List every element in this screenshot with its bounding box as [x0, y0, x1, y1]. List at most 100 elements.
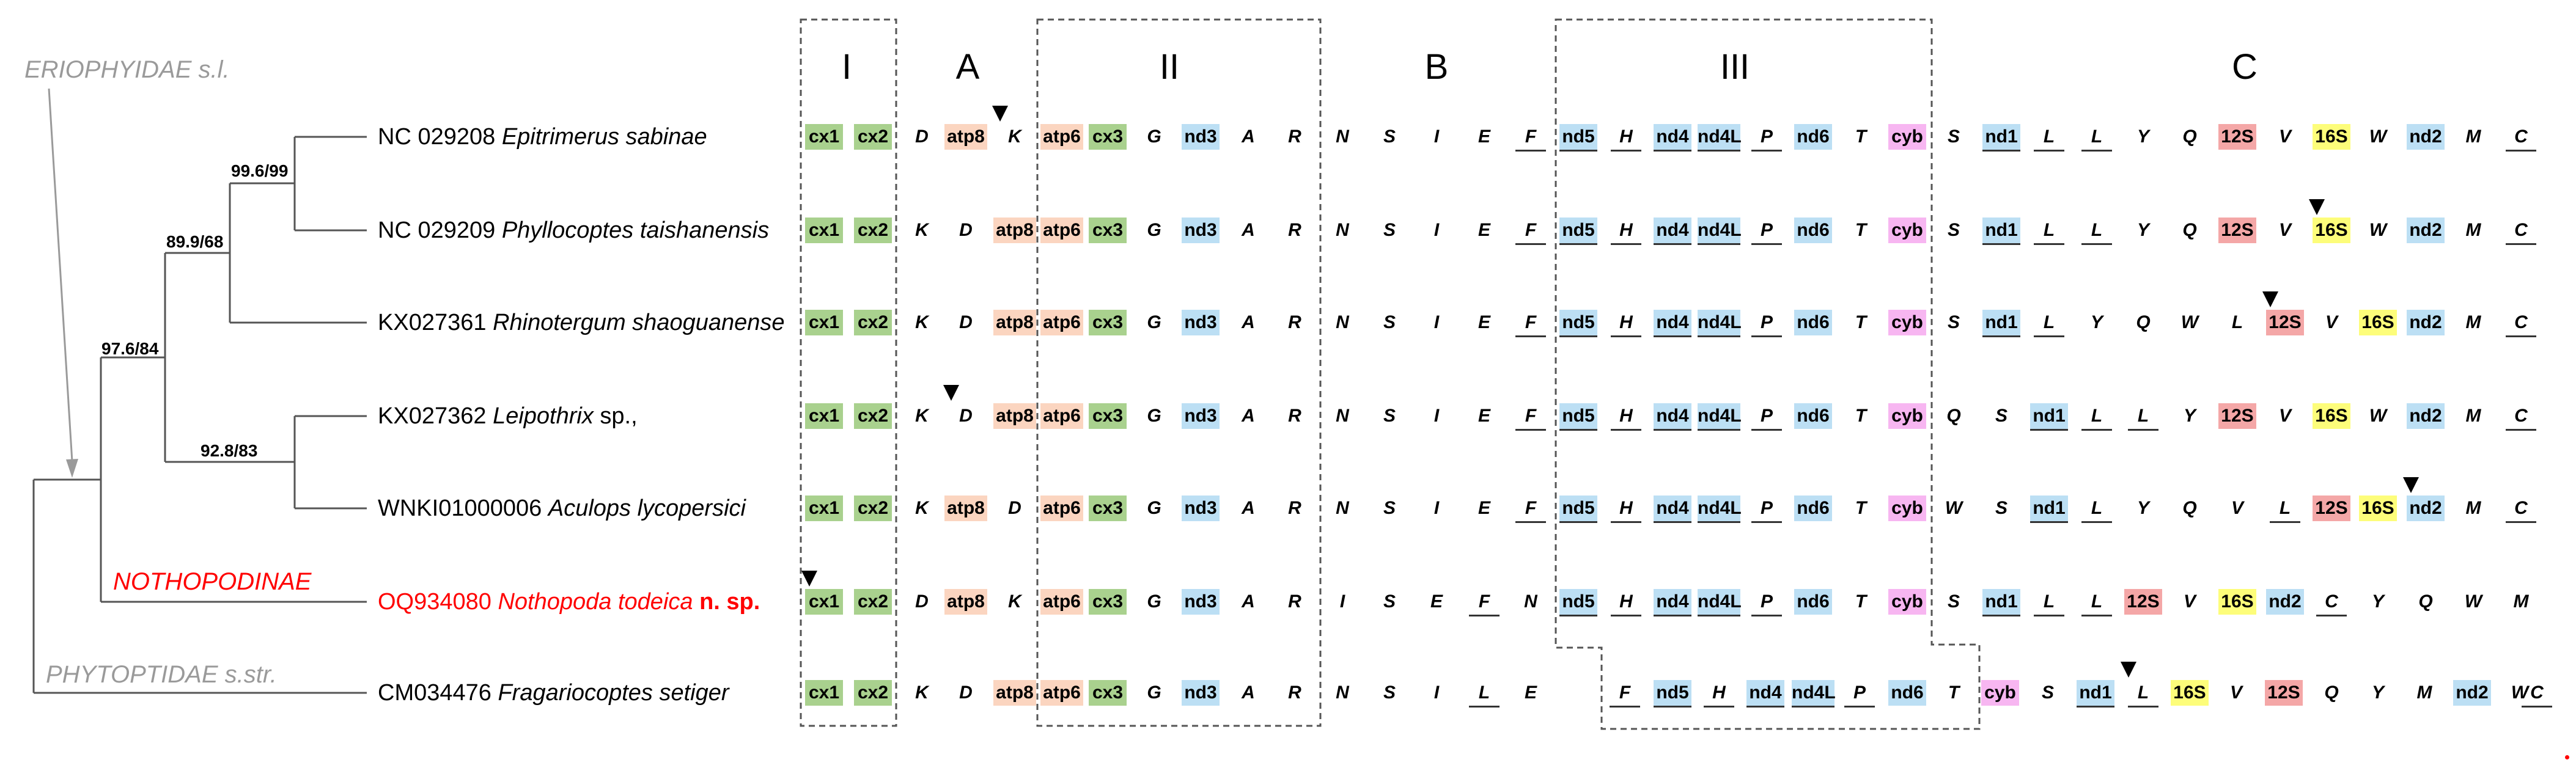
gene-cyb-box: cyb	[1888, 218, 1926, 243]
trna-S-label: S	[1947, 591, 1960, 612]
gene-12S-box: 12S	[2218, 124, 2256, 150]
trna-C-label: C	[2506, 218, 2536, 245]
trna-Y-label: Y	[2136, 220, 2149, 240]
trna-F-label: F	[1515, 218, 1546, 245]
trna-S-label: S	[1383, 406, 1396, 426]
gene-cyb-box: cyb	[1888, 310, 1926, 335]
trna-H-label: H	[1611, 218, 1641, 245]
trna-Y-label: Y	[2183, 406, 2196, 426]
trna-A-label: A	[1242, 682, 1255, 703]
trna-F-label: F	[1515, 310, 1546, 337]
trna-M-label: M	[2465, 406, 2481, 426]
trna-L-label: L	[2034, 589, 2064, 616]
trna-L-label: L	[1469, 680, 1500, 708]
support-value: 92.8/83	[201, 441, 258, 460]
gene-cx1-box: cx1	[805, 310, 843, 335]
rearrangement-marker	[943, 385, 959, 401]
gene-nd2-box: nd2	[2407, 403, 2445, 429]
gene-cx2-box: cx2	[854, 680, 892, 706]
trna-M-label: M	[2465, 126, 2481, 147]
trna-W-label: W	[2464, 591, 2482, 612]
gene-atp8-box: atp8	[993, 680, 1036, 706]
trna-S-label: S	[1383, 220, 1396, 240]
group-label-eriophyidae: ERIOPHYIDAE s.l.	[24, 56, 230, 83]
block-label-C: C	[2232, 47, 2258, 87]
gene-nd4L-box: nd4L	[1698, 310, 1742, 337]
gene-atp6-box: atp6	[1040, 218, 1083, 243]
trna-C-label: C	[2506, 403, 2536, 431]
block-box-I	[800, 18, 897, 727]
gene-nd5-box: nd5	[1559, 496, 1597, 523]
trna-W-label: W	[2369, 220, 2387, 240]
trna-C-label: C	[2522, 680, 2552, 708]
gene-cx3-box: cx3	[1089, 589, 1127, 615]
trna-P-label: P	[1751, 124, 1782, 152]
trna-I-label: I	[1433, 406, 1440, 426]
gene-cx2-box: cx2	[854, 218, 892, 243]
red-dot	[2565, 755, 2569, 759]
rearrangement-marker	[992, 106, 1008, 122]
gene-nd5-box: nd5	[1559, 218, 1597, 245]
trna-N-label: N	[1336, 312, 1349, 332]
accession: WNKI01000006	[378, 496, 548, 521]
species-name: Aculops lycopersici	[548, 496, 746, 521]
trna-E-label: E	[1478, 220, 1490, 240]
accession: NC 029209	[378, 218, 502, 243]
trna-D-label: D	[959, 220, 973, 240]
gene-nd5-box: nd5	[1559, 124, 1597, 152]
trna-M-label: M	[2465, 312, 2481, 332]
trna-T-label: T	[1855, 126, 1867, 147]
trna-V-label: V	[2231, 498, 2243, 518]
trna-W-label: W	[2511, 682, 2529, 703]
trna-P-label: P	[1751, 496, 1782, 523]
trna-S-label: S	[1947, 220, 1960, 240]
gene-cyb-box: cyb	[1888, 496, 1926, 521]
trna-D-label: D	[959, 682, 973, 703]
trna-Q-label: Q	[2418, 591, 2433, 612]
gene-cx2-box: cx2	[854, 310, 892, 335]
trna-I-label: I	[1433, 220, 1440, 240]
taxon-label: CM034476 Fragariocoptes setiger	[378, 679, 729, 706]
gene-nd4L-box: nd4L	[1698, 124, 1742, 152]
gene-cx1-box: cx1	[805, 124, 843, 150]
gene-nd4L-box: nd4L	[1698, 496, 1742, 523]
rearrangement-marker	[2121, 662, 2136, 678]
species-name: Epitrimerus sabinae	[501, 124, 707, 150]
gene-cyb-box: cyb	[1981, 680, 2019, 706]
species-name: Leipothrix	[493, 403, 594, 429]
gene-atp8-box: atp8	[944, 496, 987, 521]
pointer-arrowhead	[66, 459, 78, 478]
gene-cx1-box: cx1	[805, 403, 843, 429]
trna-A-label: A	[1242, 591, 1255, 612]
trna-L-label: L	[2231, 312, 2243, 332]
gene-16S-box: 16S	[2218, 589, 2256, 615]
trna-N-label: N	[1336, 406, 1349, 426]
gene-12S-box: 12S	[2124, 589, 2162, 615]
trna-C-label: C	[2506, 124, 2536, 152]
gene-cx3-box: cx3	[1089, 218, 1127, 243]
gene-16S-box: 16S	[2313, 403, 2350, 429]
taxon-label: NC 029208 Epitrimerus sabinae	[378, 123, 707, 150]
trna-E-label: E	[1478, 312, 1490, 332]
gene-nd6-box: nd6	[1794, 496, 1832, 521]
trna-V-label: V	[2278, 406, 2291, 426]
trna-V-label: V	[2325, 312, 2338, 332]
gene-12S-box: 12S	[2218, 403, 2256, 429]
species-name: Phyllocoptes taishanensis	[501, 218, 770, 243]
gene-nd4L-box: nd4L	[1698, 218, 1742, 245]
rearrangement-marker	[2262, 291, 2278, 307]
support-value: 97.6/84	[101, 339, 159, 358]
trna-T-label: T	[1855, 312, 1867, 332]
gene-nd3-box: nd3	[1182, 403, 1220, 429]
trna-M-label: M	[2513, 591, 2529, 612]
trna-G-label: G	[1147, 220, 1161, 240]
trna-D-label: D	[1008, 498, 1021, 518]
trna-K-label: K	[915, 312, 929, 332]
trna-I-label: I	[1339, 591, 1345, 612]
gene-nd5-box: nd5	[1559, 403, 1597, 431]
trna-Y-label: Y	[2371, 591, 2384, 612]
trna-H-label: H	[1611, 310, 1641, 337]
gene-cyb-box: cyb	[1888, 124, 1926, 150]
trna-V-label: V	[2278, 126, 2291, 147]
